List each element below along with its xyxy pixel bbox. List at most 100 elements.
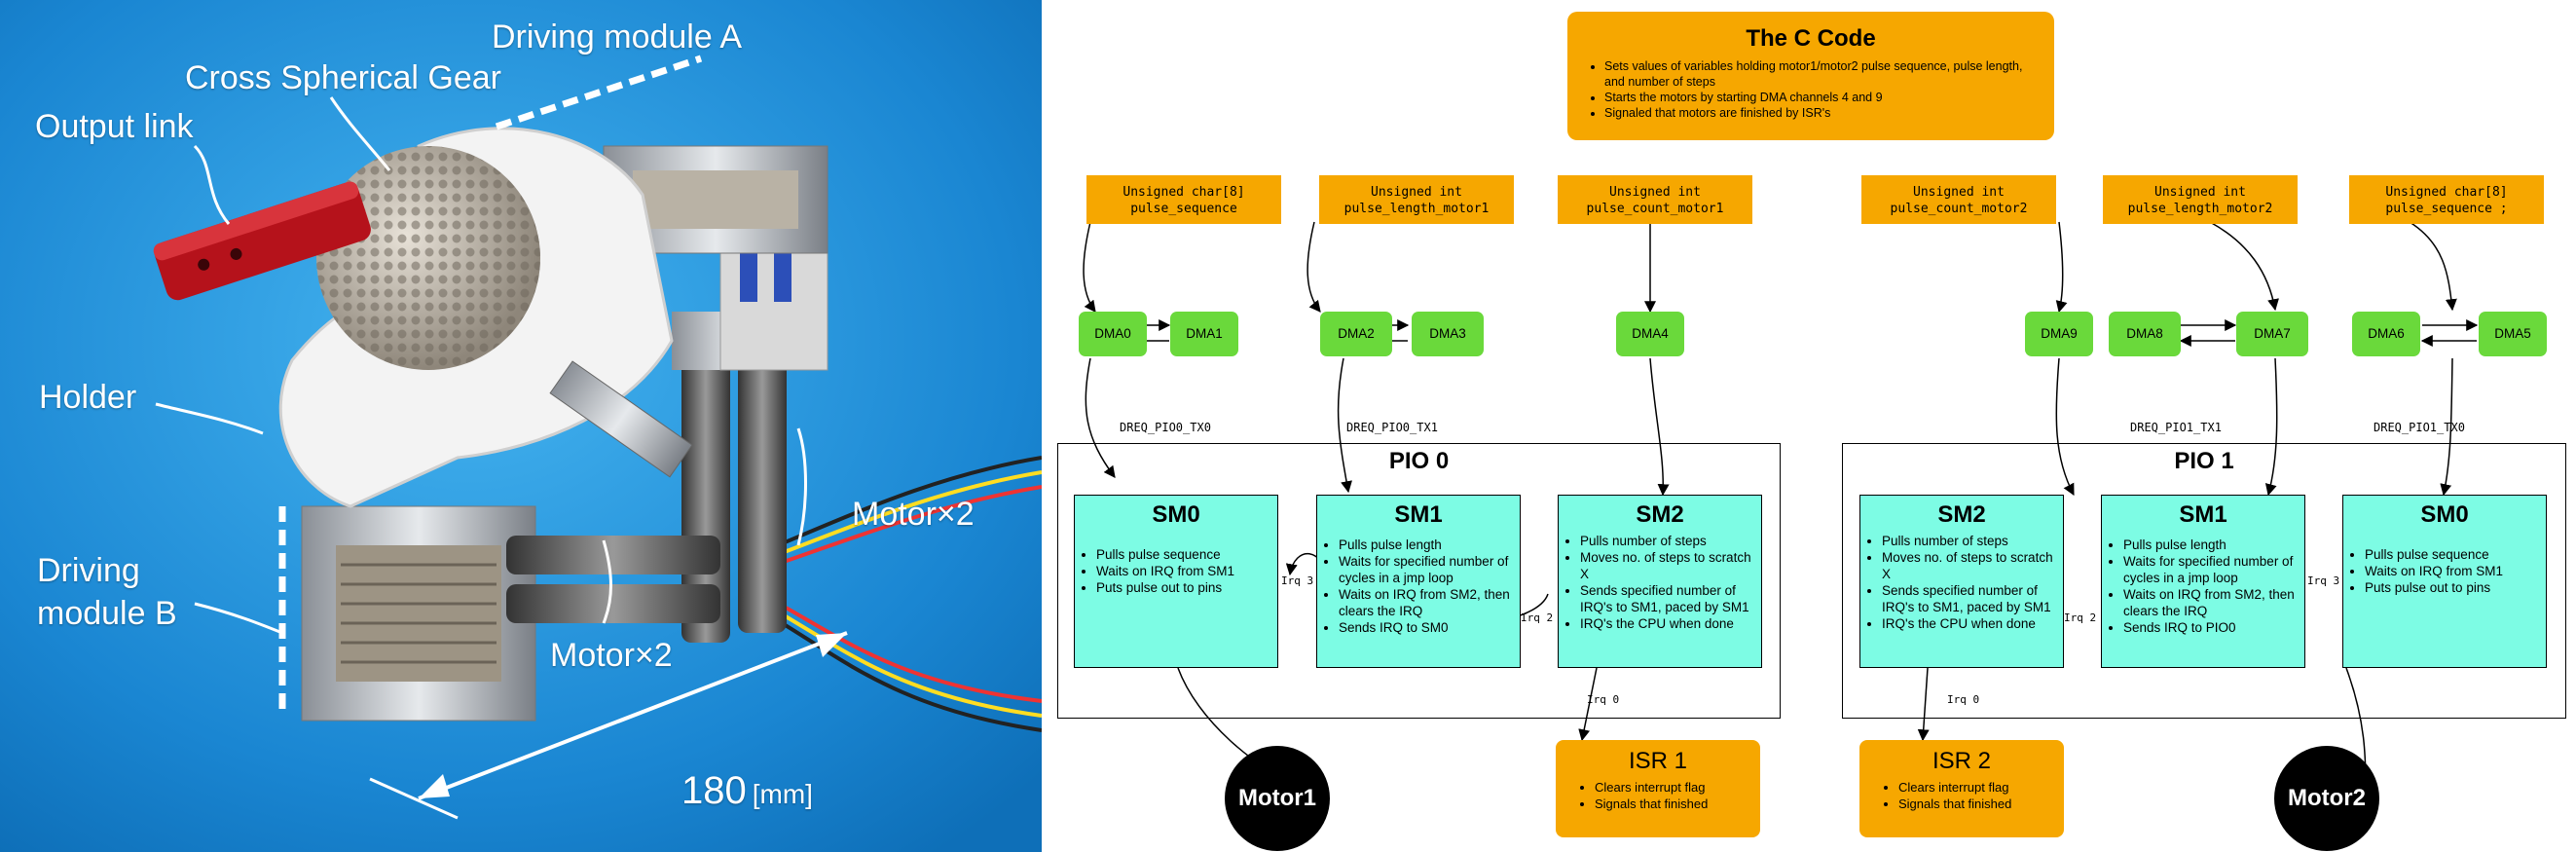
robot-photo-drawing	[0, 0, 1042, 852]
isr2-box: ISR 2 Clears interrupt flag Signals that…	[1859, 740, 2064, 837]
sm-bullet: Sends specified number of IRQ's to SM1, …	[1882, 582, 2057, 615]
c-code-title: The C Code	[1746, 25, 1876, 52]
c-code-bullets: Sets values of variables holding motor1/…	[1583, 58, 2039, 121]
pio0-sm1: SM1 Pulls pulse length Waits for specifi…	[1316, 495, 1521, 668]
sm-title: SM1	[2179, 501, 2227, 528]
sm-bullet: Sends IRQ to PIO0	[2123, 619, 2299, 636]
sm-title: SM1	[1394, 501, 1443, 528]
isr1-box: ISR 1 Clears interrupt flag Signals that…	[1556, 740, 1760, 837]
dma0-box: DMA0	[1079, 312, 1147, 356]
dimension-unit: [mm]	[752, 779, 813, 809]
irq-label-f: Irq 3	[2307, 574, 2340, 587]
dma4-box: DMA4	[1616, 312, 1684, 356]
robot-photo: Driving module A Cross Spherical Gear Ou…	[0, 0, 1042, 852]
sm-bullet: Waits for specified number of cycles in …	[1339, 553, 1514, 586]
pio1-sm2: SM2 Pulls number of steps Moves no. of s…	[1859, 495, 2064, 668]
isr-bullet: Signals that finished	[1595, 796, 1760, 812]
isr-bullets: Clears interrupt flag Signals that finis…	[1556, 779, 1760, 812]
c-code-box: The C Code Sets values of variables hold…	[1567, 12, 2054, 140]
sm-bullet: IRQ's the CPU when done	[1882, 615, 2057, 632]
sm-bullet: IRQ's the CPU when done	[1580, 615, 1755, 632]
c-code-bullet: Starts the motors by starting DMA channe…	[1604, 90, 2039, 105]
var-type: Unsigned char[8]	[2385, 185, 2508, 200]
var-name: pulse_length_motor2	[2127, 202, 2273, 216]
pio0-sm0: SM0 Pulls pulse sequence Waits on IRQ fr…	[1074, 495, 1278, 668]
var-type: Unsigned int	[1913, 185, 2005, 200]
label-motor-right: Motor×2	[852, 496, 975, 533]
isr-title: ISR 2	[1932, 748, 1992, 774]
label-cross-spherical-gear: Cross Spherical Gear	[185, 59, 502, 96]
sm-bullet: Moves no. of steps to scratch X	[1882, 549, 2057, 582]
label-driving-b-line1: Driving	[37, 552, 140, 589]
label-dimension-value: 180[mm]	[681, 769, 813, 812]
sm-bullet: Pulls number of steps	[1580, 533, 1755, 549]
sm-bullet: Pulls pulse sequence	[2365, 546, 2540, 563]
var-name: pulse_count_motor1	[1586, 202, 1724, 216]
irq-label-d: Irq 0	[1947, 693, 1980, 706]
var-pulse-sequence: Unsigned char[8]pulse_sequence	[1086, 175, 1281, 224]
var-pulse-length-motor1: Unsigned int pulse_length_motor1	[1319, 175, 1514, 224]
irq-label-e: Irq 2	[2064, 611, 2097, 624]
isr-bullet: Clears interrupt flag	[1898, 779, 2064, 796]
motor2-circle: Motor2	[2274, 746, 2379, 851]
sm-bullets: Pulls pulse sequence Waits on IRQ from S…	[1075, 546, 1277, 596]
sm-bullet: Puts pulse out to pins	[2365, 579, 2540, 596]
irq-label-b: Irq 2	[1521, 611, 1554, 624]
var-pulse-sequence-2: Unsigned char[8] pulse_sequence ;	[2349, 175, 2544, 224]
sm-bullets: Pulls pulse length Waits for specified n…	[1317, 537, 1520, 636]
var-pulse-length-motor2: Unsigned int pulse_length_motor2	[2103, 175, 2298, 224]
irq-label-c: Irq 0	[1587, 693, 1620, 706]
sm-bullet: Puts pulse out to pins	[1096, 579, 1271, 596]
var-pulse-count-motor1: Unsigned int pulse_count_motor1	[1558, 175, 1752, 224]
dreq-pio1-tx0: DREQ_PIO1_TX0	[2374, 421, 2465, 434]
label-holder: Holder	[39, 379, 137, 416]
pio1-sm0: SM0 Pulls pulse sequence Waits on IRQ fr…	[2342, 495, 2547, 668]
pio1-container: PIO 1	[1842, 443, 2566, 719]
pio0-container: PIO 0	[1057, 443, 1781, 719]
var-type: Unsigned int	[1371, 185, 1462, 200]
sm-bullet: Pulls pulse sequence	[1096, 546, 1271, 563]
var-type: Unsigned int	[2154, 185, 2246, 200]
var-name: pulse_sequence ;	[2385, 202, 2508, 216]
dma6-box: DMA6	[2352, 312, 2420, 356]
sm-title: SM0	[2420, 501, 2469, 528]
label-motor-center: Motor×2	[550, 637, 673, 674]
var-name: pulse_sequence	[1130, 202, 1237, 216]
var-name: pulse_length_motor1	[1343, 202, 1490, 216]
irq-label-a: Irq 3	[1281, 574, 1314, 587]
dreq-pio1-tx1: DREQ_PIO1_TX1	[2130, 421, 2222, 434]
sm-bullet: Pulls pulse length	[2123, 537, 2299, 553]
label-driving-module-a: Driving module A	[492, 19, 743, 56]
dma5-box: DMA5	[2479, 312, 2547, 356]
c-code-bullet: Signaled that motors are finished by ISR…	[1604, 105, 2039, 121]
sm-bullet: Pulls number of steps	[1882, 533, 2057, 549]
isr-bullet: Clears interrupt flag	[1595, 779, 1760, 796]
isr-bullets: Clears interrupt flag Signals that finis…	[1859, 779, 2064, 812]
var-name: pulse_count_motor2	[1890, 202, 2028, 216]
motor1-circle: Motor1	[1225, 746, 1330, 851]
sm-bullet: Pulls pulse length	[1339, 537, 1514, 553]
sm-bullet: Moves no. of steps to scratch X	[1580, 549, 1755, 582]
dma8-box: DMA8	[2109, 312, 2181, 356]
isr-title: ISR 1	[1628, 748, 1688, 774]
sm-bullet: Waits on IRQ from SM1	[2365, 563, 2540, 579]
sm-title: SM0	[1152, 501, 1200, 528]
sm-bullets: Pulls pulse length Waits for specified n…	[2102, 537, 2304, 636]
sm-bullets: Pulls number of steps Moves no. of steps…	[1559, 533, 1761, 632]
sm-bullet: Sends IRQ to SM0	[1339, 619, 1514, 636]
dma9-box: DMA9	[2025, 312, 2093, 356]
pio-dma-diagram: The C Code Sets values of variables hold…	[1042, 0, 2576, 852]
sm-bullet: Waits on IRQ from SM2, then clears the I…	[1339, 586, 1514, 619]
dreq-pio0-tx1: DREQ_PIO0_TX1	[1346, 421, 1438, 434]
dreq-pio0-tx0: DREQ_PIO0_TX0	[1120, 421, 1211, 434]
sm-bullet: Sends specified number of IRQ's to SM1, …	[1580, 582, 1755, 615]
var-type: Unsigned int	[1609, 185, 1701, 200]
dma2-box: DMA2	[1320, 312, 1392, 356]
sm-bullets: Pulls number of steps Moves no. of steps…	[1860, 533, 2063, 632]
sm-title: SM2	[1937, 501, 1986, 528]
dma7-box: DMA7	[2236, 312, 2308, 356]
var-pulse-count-motor2: Unsigned int pulse_count_motor2	[1861, 175, 2056, 224]
isr-bullet: Signals that finished	[1898, 796, 2064, 812]
sm-bullet: Waits for specified number of cycles in …	[2123, 553, 2299, 586]
label-driving-b-line2: module B	[37, 595, 177, 632]
